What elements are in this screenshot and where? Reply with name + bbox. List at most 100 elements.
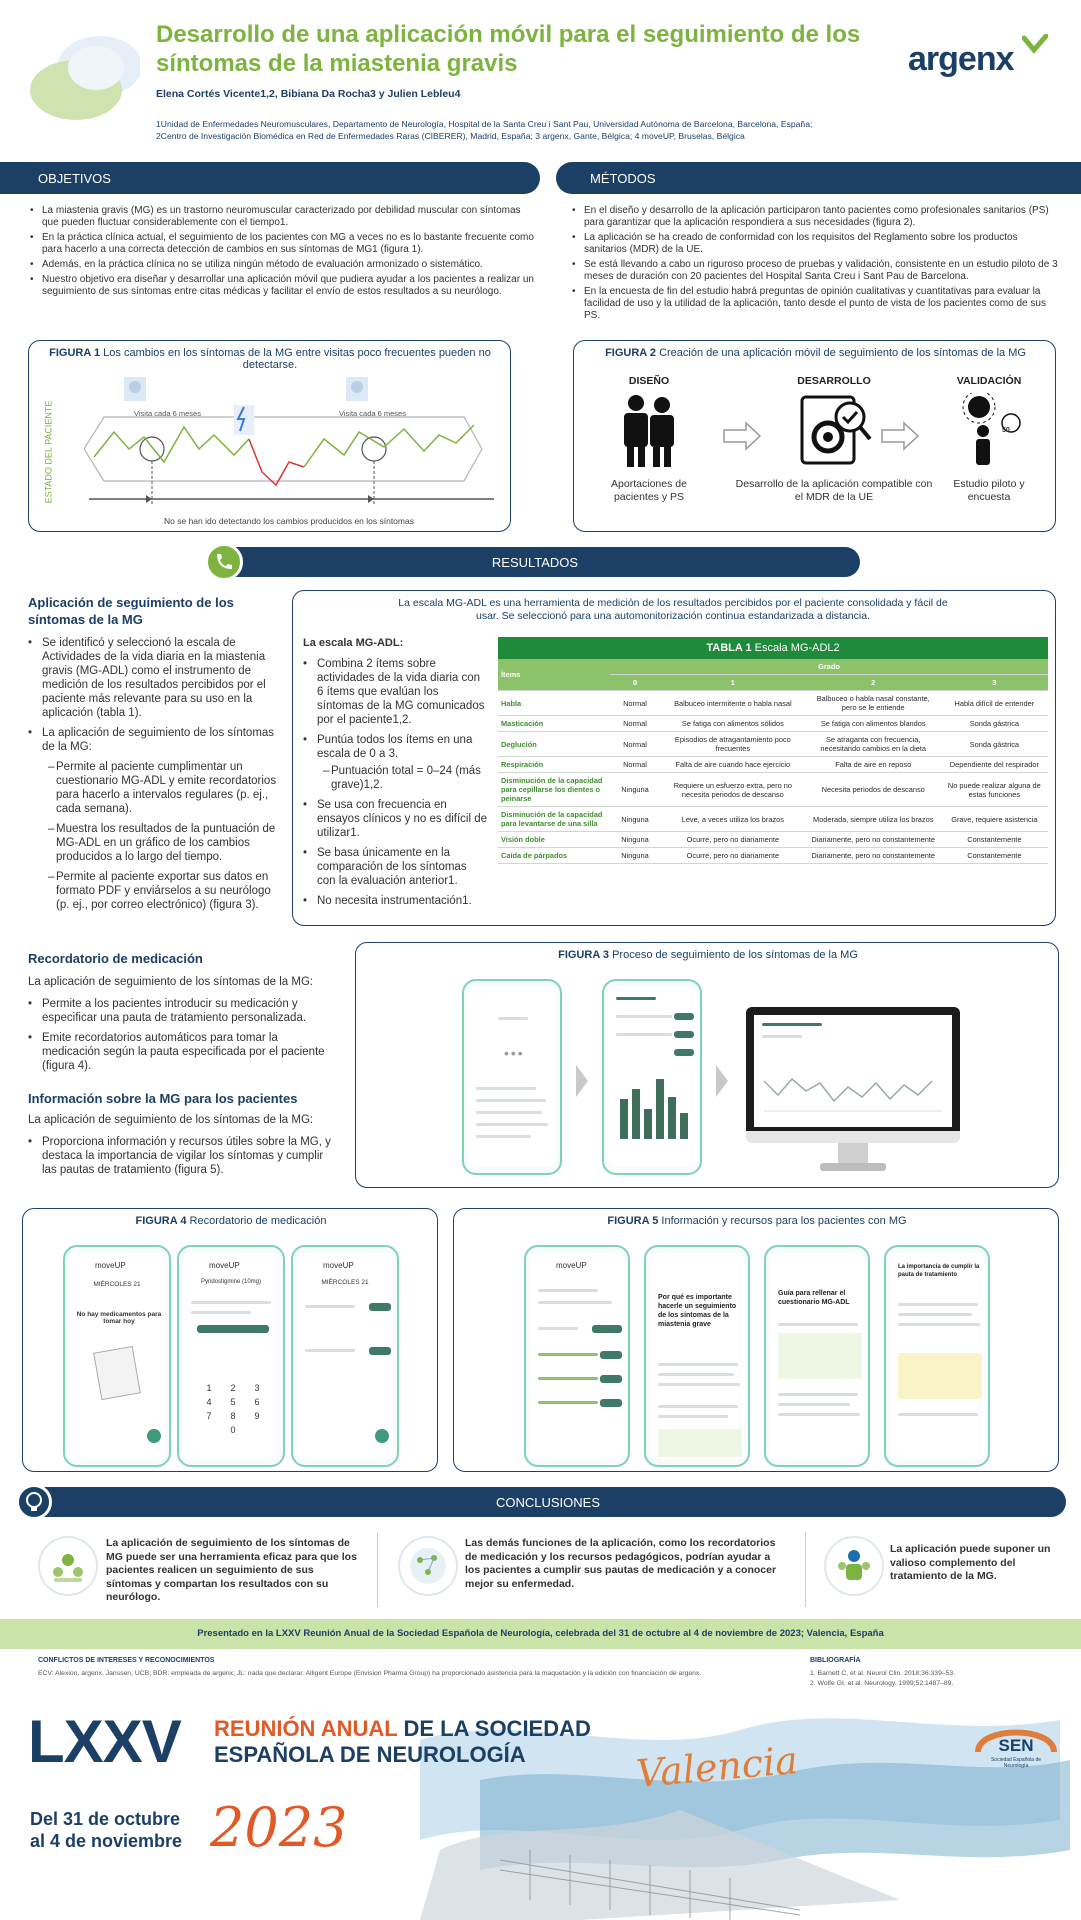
list-item: Se basa únicamente en la comparación de … bbox=[303, 846, 488, 888]
article-1-title: Por qué es importante hacerle un seguimi… bbox=[658, 1294, 737, 1328]
stage-diseno: DISEÑO Aportaciones de pacientes y PS bbox=[604, 375, 694, 504]
argenx-logo: argenx bbox=[908, 34, 1058, 84]
chevron-right-icon bbox=[716, 1065, 728, 1097]
app-sub-list: Permite al paciente cumplimentar un cues… bbox=[42, 760, 283, 912]
objetivos-list: La miastenia gravis (MG) es un trastorno… bbox=[30, 205, 535, 301]
recordatorio-intro: La aplicación de seguimiento de los sínt… bbox=[28, 976, 314, 988]
presented-band: Presentado en la LXXV Reunión Anual de l… bbox=[0, 1619, 1081, 1649]
figura-1-title: FIGURA 1 Los cambios en los síntomas de … bbox=[45, 347, 495, 371]
informacion-list: Proporciona información y recursos útile… bbox=[28, 1135, 333, 1183]
table-row: Disminución de la capacidad para levanta… bbox=[498, 806, 1048, 832]
list-item: Nuestro objetivo era diseñar y desarroll… bbox=[30, 274, 535, 298]
presented-text: Presentado en la LXXV Reunión Anual de l… bbox=[197, 1628, 884, 1639]
scale-heading: La escala MG-ADL: bbox=[303, 637, 404, 649]
figura-1-caption: Los cambios en los síntomas de la MG ent… bbox=[103, 347, 491, 371]
list-item: Permite al paciente exportar sus datos e… bbox=[42, 870, 283, 912]
table-cell: Habla difícil de entender bbox=[940, 690, 1048, 716]
keypad-key[interactable]: 0 bbox=[230, 1425, 236, 1435]
figura-5-title: FIGURA 5 Información y recursos para los… bbox=[454, 1215, 1060, 1227]
figura-3-box: FIGURA 3 Proceso de seguimiento de los s… bbox=[355, 942, 1059, 1188]
list-item: Permite a los pacientes introducir su me… bbox=[28, 997, 328, 1025]
people-icon bbox=[624, 395, 674, 467]
footer-reunion-1: REUNIÓN ANUAL bbox=[214, 1716, 398, 1741]
keypad-key[interactable]: 7 bbox=[206, 1411, 212, 1421]
keypad-key[interactable]: 1 bbox=[206, 1383, 212, 1393]
conclusion-icon-3 bbox=[824, 1536, 884, 1596]
conflicts-heading: CONFLICTOS DE INTERESES Y RECONOCIMIENTO… bbox=[38, 1657, 215, 1664]
stage-desarrollo-title: DESARROLLO bbox=[797, 375, 871, 387]
figura-1-box: FIGURA 1 Los cambios en los síntomas de … bbox=[28, 340, 511, 532]
affiliation-2: 2Centro de Investigación Biomédica en Re… bbox=[156, 131, 745, 141]
sen-logo-subtitle: Sociedad Española de Neurología bbox=[990, 1757, 1042, 1769]
phone-mockup-schedule: moveUP MIÉRCOLES 21 bbox=[291, 1245, 399, 1467]
gear-check-icon bbox=[800, 395, 872, 465]
conflicts-text: ECV: Alexion, argenx, Janssen, UCB; BDR:… bbox=[38, 1670, 702, 1677]
list-item: Emite recordatorios automáticos para tom… bbox=[28, 1031, 328, 1073]
table-cell: Se atraganta con frecuencia, necesitando… bbox=[805, 731, 941, 757]
list-item: Además, en la práctica clínica no se uti… bbox=[30, 259, 535, 271]
keypad-key[interactable]: 3 bbox=[254, 1383, 260, 1393]
moveup-brand: moveUP bbox=[95, 1261, 126, 1270]
poster-title: Desarrollo de una aplicación móvil para … bbox=[156, 20, 876, 78]
tabla-1: TABLA 1 Escala MG-ADL2 Ítems Grado 0 1 2… bbox=[498, 637, 1048, 864]
phone-mockup-add-drug: moveUP Pyridostigmine (10mg) 1 2 3 4 5 6… bbox=[177, 1245, 285, 1467]
table-item-cell: Visión doble bbox=[498, 831, 610, 848]
conclusion-1: La aplicación de seguimiento de los sínt… bbox=[106, 1537, 357, 1603]
stage-validacion-text: Estudio piloto y encuesta bbox=[953, 478, 1025, 503]
divider bbox=[377, 1532, 378, 1607]
list-item: Se usa con frecuencia en ensayos clínico… bbox=[303, 798, 488, 840]
keypad-key[interactable]: 4 bbox=[206, 1397, 212, 1407]
app-list: Se identificó y seleccionó la escala de … bbox=[28, 636, 283, 918]
authors: Elena Cortés Vicente1,2, Bibiana Da Roch… bbox=[156, 88, 461, 100]
footer-dates-2: al 4 de noviembre bbox=[30, 1831, 183, 1851]
figura-2-caption: Creación de una aplicación móvil de segu… bbox=[659, 347, 1026, 359]
objetivos-heading-text: OBJETIVOS bbox=[38, 171, 111, 186]
table-cell: Se fatiga con alimentos sólidos bbox=[660, 715, 806, 732]
desktop-monitor bbox=[746, 1007, 960, 1173]
keypad-key[interactable]: 5 bbox=[230, 1397, 236, 1407]
figura-4-label: FIGURA 4 bbox=[135, 1215, 187, 1227]
list-item: Muestra los resultados de la puntuación … bbox=[42, 822, 283, 864]
moveup-brand: moveUP bbox=[209, 1261, 240, 1270]
grade-header: 2 bbox=[805, 674, 941, 691]
stage-desarrollo-text: Desarrollo de la aplicación compatible c… bbox=[735, 478, 933, 503]
app-heading: Aplicación de seguimiento de los síntoma… bbox=[28, 595, 234, 627]
phone-mockup-chart bbox=[602, 979, 702, 1175]
conclusiones-icon bbox=[16, 1484, 52, 1520]
scale-list: Combina 2 ítems sobre actividades de la … bbox=[303, 657, 488, 914]
list-item: Puntuación total = 0–24 (más grave)1,2. bbox=[317, 764, 488, 792]
conclusion-2: Las demás funciones de la aplicación, co… bbox=[465, 1537, 777, 1590]
table-row: Disminución de la capacidad para cepilla… bbox=[498, 772, 1048, 807]
keypad-key[interactable]: 9 bbox=[254, 1411, 260, 1421]
keypad-key[interactable]: 6 bbox=[254, 1397, 260, 1407]
keypad-key[interactable]: 2 bbox=[230, 1383, 236, 1393]
list-item: Puntúa todos los ítems en una escala de … bbox=[303, 733, 488, 792]
table-item-cell: Respiración bbox=[498, 756, 610, 773]
metodos-heading-text: MÉTODOS bbox=[590, 171, 656, 186]
table-cell: Normal bbox=[610, 690, 660, 716]
figura-3-label: FIGURA 3 bbox=[558, 949, 610, 961]
phone-mockup-no-meds: moveUP MIÉRCOLES 21 No hay medicamentos … bbox=[63, 1245, 171, 1467]
phone-mockup-article-3: La importancia de cumplir la pauta de tr… bbox=[884, 1245, 990, 1467]
list-item: Permite al paciente cumplimentar un cues… bbox=[42, 760, 283, 816]
col-grado: Grado bbox=[610, 659, 1048, 675]
footer-reunion-2: ESPAÑOLA DE NEUROLOGÍA bbox=[214, 1742, 526, 1767]
keypad-key[interactable]: 8 bbox=[230, 1411, 236, 1421]
table-cell: Ninguna bbox=[610, 772, 660, 807]
day-label: MIÉRCOLES 21 bbox=[321, 1279, 369, 1286]
sen-logo: SEN Sociedad Española de Neurología bbox=[970, 1712, 1062, 1776]
argenx-logo-text: argenx bbox=[908, 40, 1014, 78]
table-cell: Ninguna bbox=[610, 806, 660, 832]
resultados-bar bbox=[210, 547, 860, 577]
chevron-right-icon bbox=[576, 1065, 588, 1097]
table-item-cell: Disminución de la capacidad para levanta… bbox=[498, 806, 610, 832]
stage-diseno-text: Aportaciones de pacientes y PS bbox=[611, 478, 687, 503]
tabla-1-caption: Escala MG-ADL2 bbox=[754, 642, 840, 654]
conclusion-icon-1 bbox=[38, 1536, 98, 1596]
scale-intro: La escala MG-ADL es una herramienta de m… bbox=[398, 597, 948, 622]
